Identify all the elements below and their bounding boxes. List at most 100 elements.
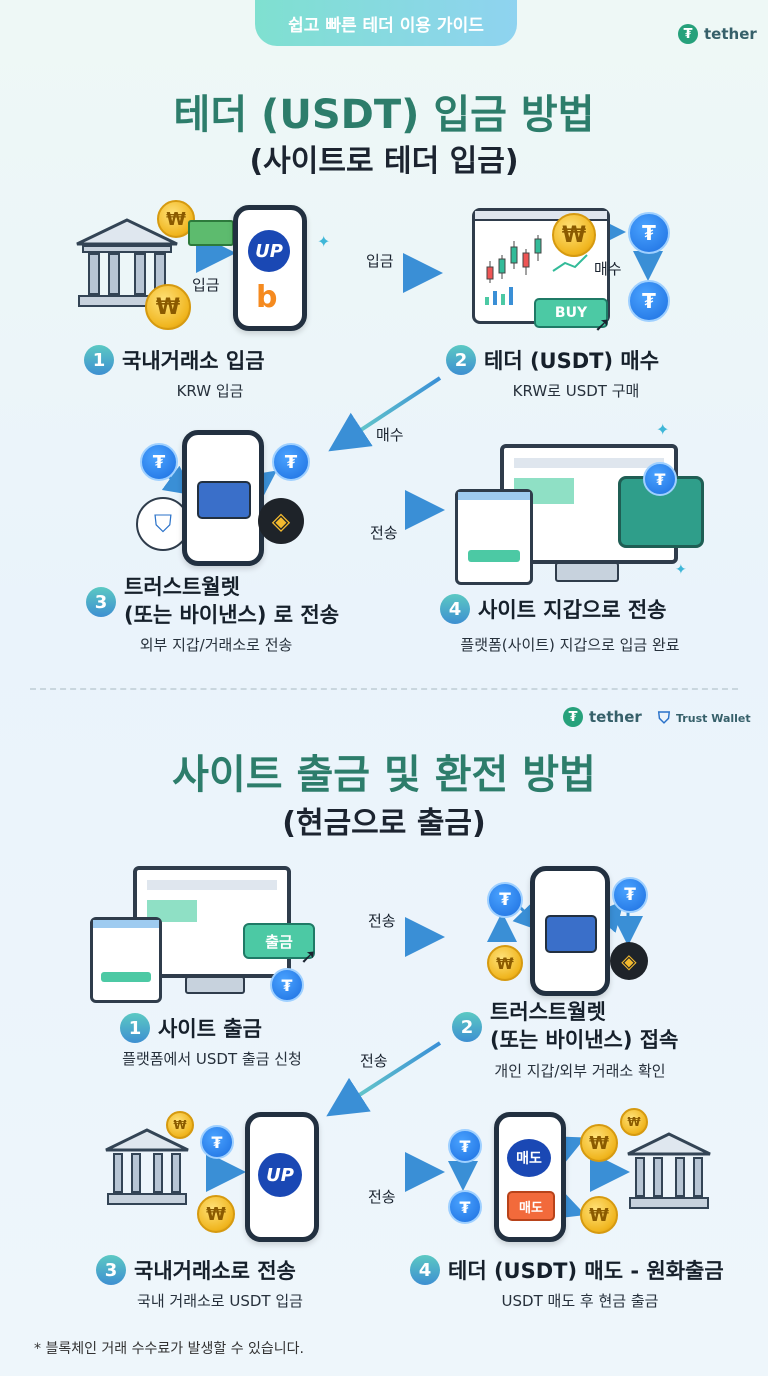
step-desc: KRW 입금: [176, 382, 244, 400]
cash-icon: [188, 220, 234, 246]
withdraw-step-2: 2 트러스트월렛 (또는 바이낸스) 접속: [452, 998, 678, 1054]
arrow-label-buy-2: 매수: [376, 426, 404, 444]
usdt-coin-icon: ₮: [487, 882, 523, 918]
usdt-coin-icon: ₮: [200, 1125, 234, 1159]
tether-logo-icon: ₮: [563, 707, 583, 727]
footnote: * 블록체인 거래 수수료가 발생할 수 있습니다.: [34, 1341, 304, 1357]
browser-window-icon: [455, 489, 533, 585]
step-title-line1: 트러스트월렛: [124, 575, 240, 599]
bithumb-logo-icon: b: [256, 280, 278, 315]
withdraw-step-3: 3 국내거래소로 전송: [96, 1255, 296, 1285]
won-coin-icon: ₩: [620, 1108, 648, 1136]
step-number: 2: [452, 1012, 482, 1042]
step-desc: 플랫폼(사이트) 지갑으로 입금 완료: [460, 636, 680, 654]
phone-icon: UP: [245, 1112, 319, 1242]
phone-icon: [182, 430, 264, 566]
won-coin-icon: ₩: [166, 1111, 194, 1139]
monitor-stand-icon: [185, 976, 245, 994]
withdraw-button[interactable]: 출금: [243, 923, 315, 959]
sparkle-icon: ✦: [317, 232, 331, 251]
tether-brand: ₮ tether: [563, 707, 642, 727]
usdt-coin-icon: ₮: [272, 443, 310, 481]
usdt-coin-icon: ₮: [612, 877, 648, 913]
step-number: 2: [446, 345, 476, 375]
tether-brand-label: tether: [704, 25, 757, 43]
deposit-step-1: 1 국내거래소 입금: [84, 345, 265, 375]
usdt-coin-icon: ₮: [448, 1190, 482, 1224]
step-desc: 국내 거래소로 USDT 입금: [137, 1292, 303, 1310]
won-coin-icon: ₩: [580, 1124, 618, 1162]
usdt-coin-icon: ₮: [643, 462, 677, 496]
withdraw-step-4: 4 테더 (USDT) 매도 - 원화출금: [410, 1255, 724, 1285]
browser-window-icon: [90, 917, 162, 1003]
sell-button[interactable]: 매도: [507, 1191, 555, 1221]
arrow-label-send-w3: 전송: [368, 1188, 396, 1206]
sell-label-top: 매도: [507, 1139, 551, 1177]
sparkle-icon: ✦: [656, 420, 670, 439]
step-number: 3: [96, 1255, 126, 1285]
deposit-subtitle: (사이트로 테더 입금): [249, 144, 519, 179]
arrow-label-deposit: 입금: [192, 276, 220, 294]
arrow-label-send: 전송: [370, 524, 398, 542]
phone-icon: 매도 매도: [494, 1112, 566, 1242]
step-desc: USDT 매도 후 현금 출금: [501, 1292, 659, 1310]
withdraw-subtitle: (현금으로 출금): [282, 806, 486, 841]
step-number: 1: [120, 1013, 150, 1043]
arrow-label-buy: 매수: [594, 260, 622, 278]
arrow-step2-to-step3: [328, 376, 442, 452]
sparkle-icon: ✦: [675, 562, 687, 578]
buy-button[interactable]: BUY: [534, 298, 608, 328]
withdraw-step-1: 1 사이트 출금: [120, 1013, 262, 1043]
step-title-line2: (또는 바이낸스) 로 전송: [124, 603, 340, 627]
step-desc: 개인 지갑/외부 거래소 확인: [494, 1062, 666, 1080]
arrow-w2-to-w3: [326, 1041, 442, 1117]
step-number: 4: [440, 594, 470, 624]
arrow-label-deposit-2: 입금: [366, 252, 394, 270]
monitor-stand-icon: [555, 562, 619, 582]
step-desc: 외부 지갑/거래소로 전송: [139, 636, 293, 654]
bank-icon: [105, 1128, 189, 1205]
tether-brand-label: tether: [589, 708, 642, 726]
deposit-title: 테더 (USDT) 입금 방법: [173, 92, 595, 138]
usdt-coin-icon: ₮: [628, 280, 670, 322]
cursor-icon: ➚: [594, 312, 611, 336]
usdt-coin-icon: ₮: [448, 1129, 482, 1163]
tether-brand: ₮ tether: [678, 24, 757, 44]
phone-icon: [530, 866, 610, 996]
usdt-coin-icon: ₮: [270, 968, 304, 1002]
step-desc: KRW로 USDT 구매: [512, 382, 640, 400]
won-coin-icon: ₩: [552, 213, 596, 257]
step-title: 테더 (USDT) 매수: [484, 349, 660, 373]
trust-wallet-label: Trust Wallet: [676, 711, 751, 725]
step-number: 4: [410, 1255, 440, 1285]
upbit-logo-icon: UP: [258, 1153, 302, 1197]
step-title: 국내거래소로 전송: [134, 1259, 296, 1283]
step-title-line2: (또는 바이낸스) 접속: [490, 1028, 679, 1052]
trust-wallet-shield-icon: ⛉: [658, 708, 671, 727]
usdt-coin-icon: ₮: [628, 212, 670, 254]
won-coin-icon: ₩: [580, 1196, 618, 1234]
tether-logo-icon: ₮: [678, 24, 698, 44]
deposit-step-4: 4 사이트 지갑으로 전송: [440, 594, 667, 624]
step-title: 국내거래소 입금: [122, 349, 265, 373]
binance-logo-icon: ◈: [258, 498, 304, 544]
usdt-coin-icon: ₮: [140, 443, 178, 481]
cursor-icon: ➚: [300, 944, 317, 968]
arrow-label-send-w1: 전송: [368, 912, 396, 930]
guide-banner: 쉽고 빠른 테더 이용 가이드: [255, 0, 517, 46]
arrow-label-send-w2: 전송: [360, 1052, 388, 1070]
step-number: 1: [84, 345, 114, 375]
trust-wallet-brand: ⛉ Trust Wallet: [658, 708, 751, 728]
step-number: 3: [86, 587, 116, 617]
phone-icon: UP b: [233, 205, 307, 331]
wallet-icon: [545, 915, 597, 953]
section-divider: [30, 688, 738, 690]
bank-icon: [76, 218, 178, 307]
won-coin-icon: ₩: [145, 284, 191, 330]
upbit-logo-icon: UP: [248, 230, 290, 272]
deposit-step-3: 3 트러스트월렛 (또는 바이낸스) 로 전송: [86, 573, 339, 629]
won-coin-icon: ₩: [197, 1195, 235, 1233]
wallet-icon: [197, 481, 251, 519]
deposit-step-2: 2 테더 (USDT) 매수: [446, 345, 659, 375]
